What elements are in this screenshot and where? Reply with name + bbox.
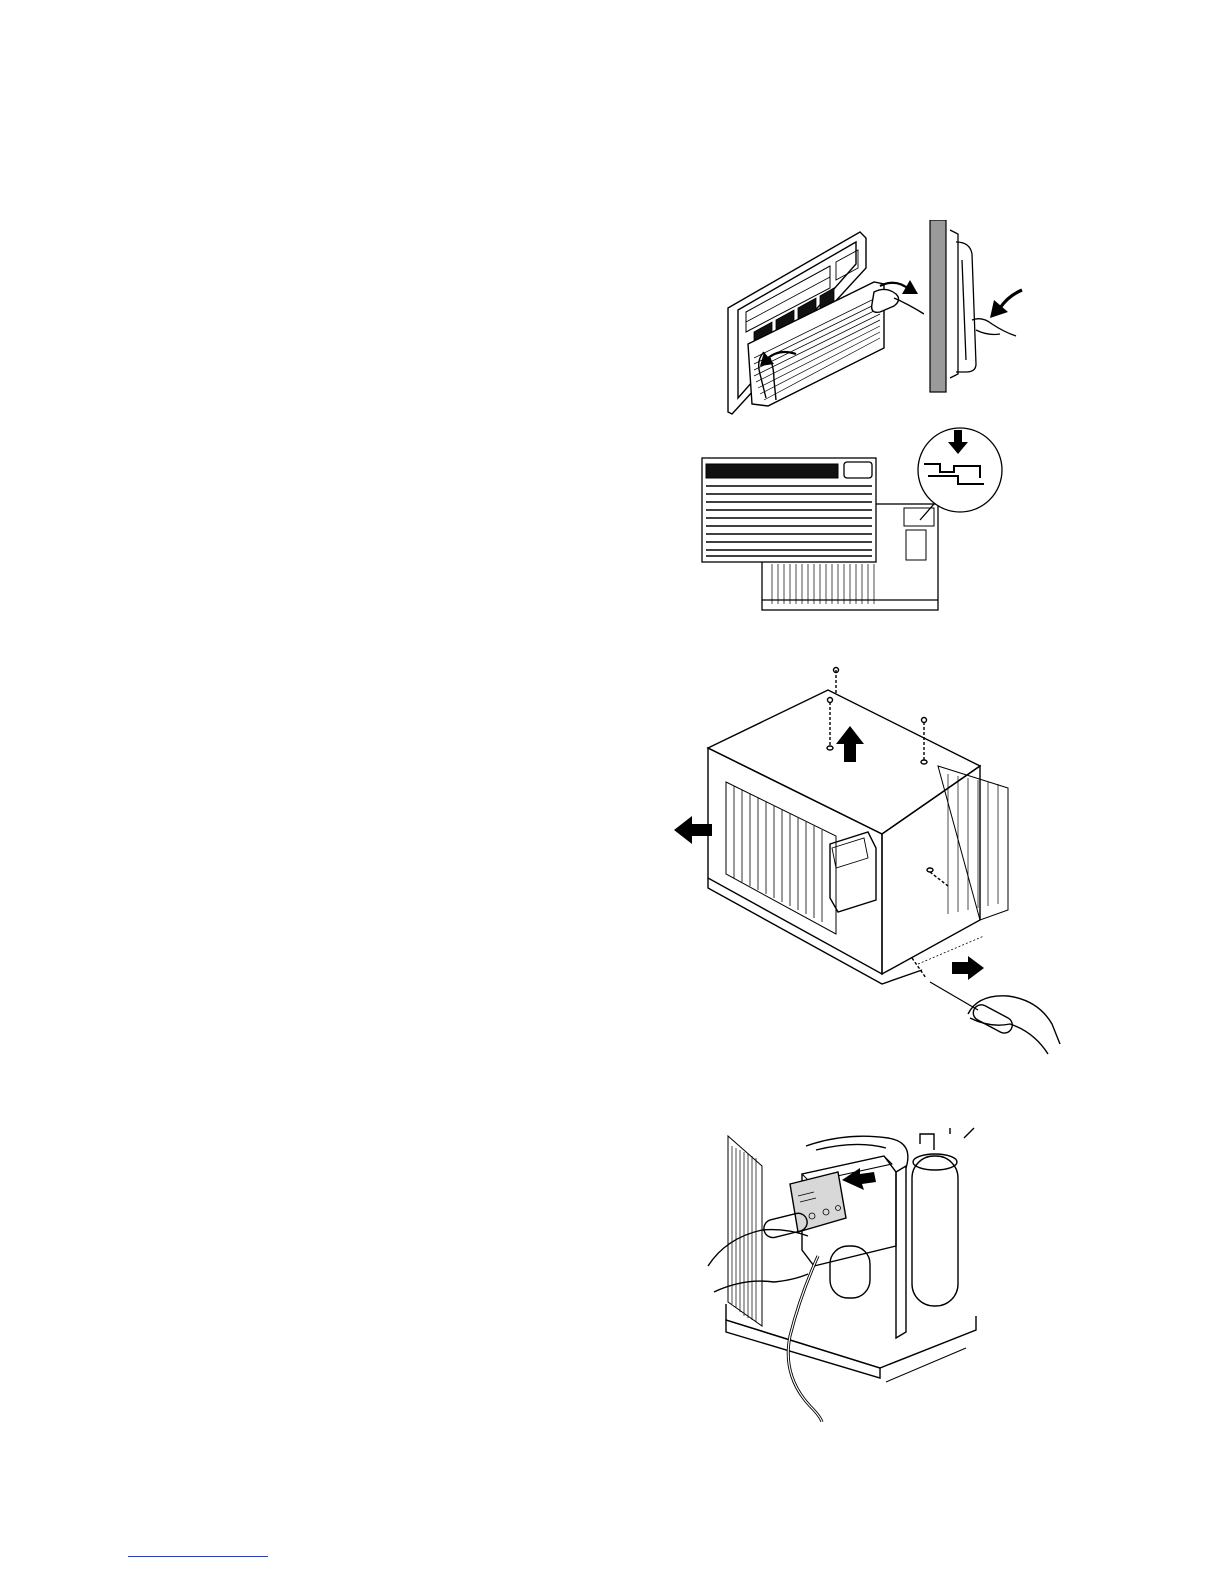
control-box-removal-illustration bbox=[706, 1126, 978, 1422]
front-grille-removal-illustration bbox=[724, 228, 924, 418]
cabinet-removal-illustration bbox=[668, 664, 1064, 1064]
grille-side-view-illustration bbox=[926, 220, 1026, 396]
footer-rule bbox=[128, 1556, 268, 1557]
grille-hook-detail-illustration bbox=[698, 424, 1008, 614]
